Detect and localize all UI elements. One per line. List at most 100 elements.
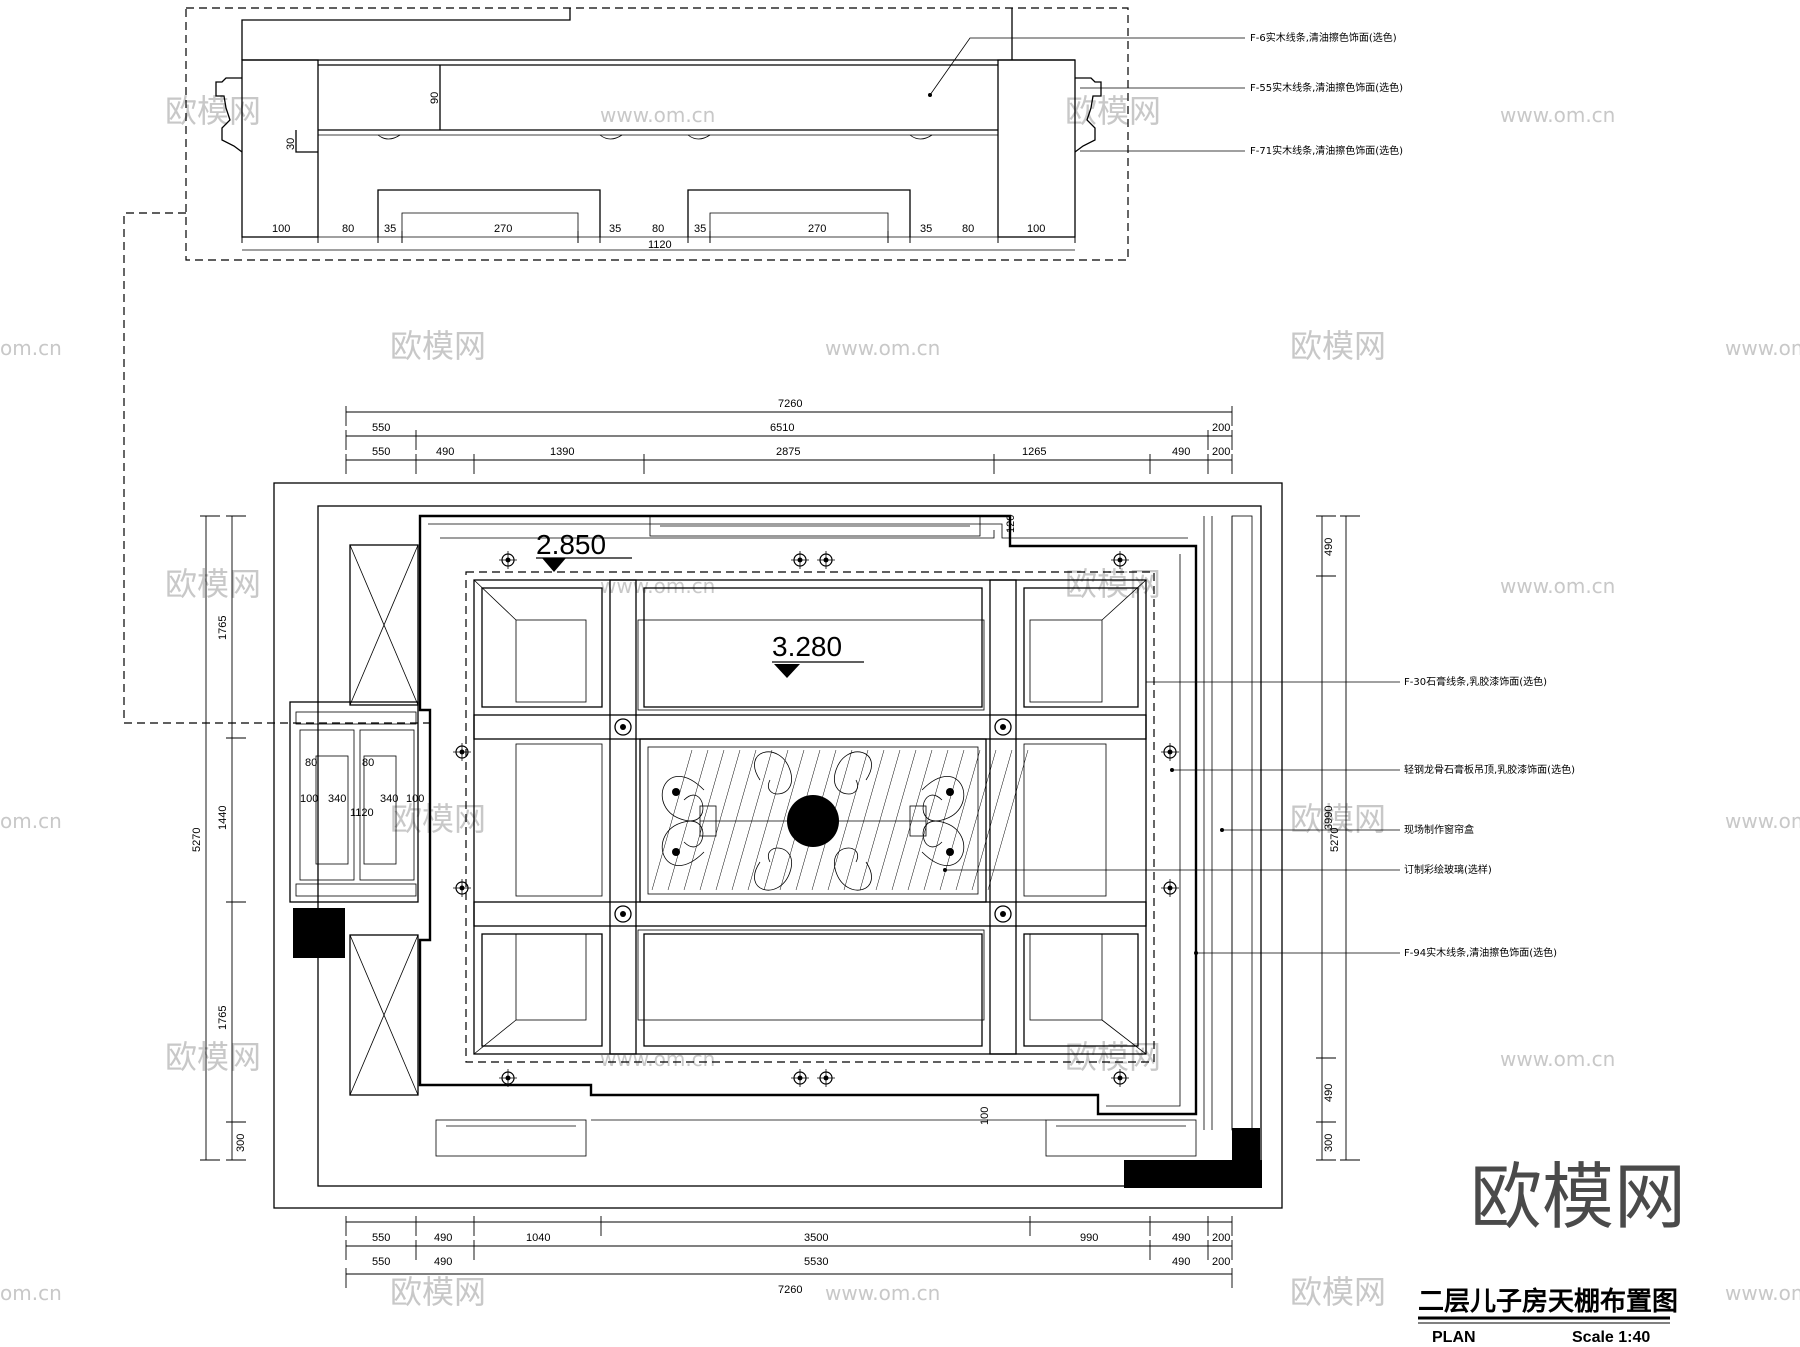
dim-label: 80	[962, 223, 974, 235]
rosette	[614, 718, 632, 736]
ceiling-step-line	[428, 523, 1188, 539]
dim-top-total: 7260	[778, 398, 802, 410]
scroll-ornament	[754, 751, 792, 795]
ceiling-step-line	[440, 530, 995, 539]
wardrobe-door	[299, 729, 355, 881]
dim-left: 1440	[217, 806, 229, 830]
watermark-url: om.cn	[0, 336, 62, 360]
coffer-panel	[481, 587, 603, 708]
coffer-diagonal	[473, 579, 517, 621]
plan-label: PLAN	[1432, 1329, 1476, 1346]
watermark-brand: 欧模网	[165, 1038, 261, 1076]
elevation-label-upper: 2.850	[536, 529, 606, 560]
bottom-elements: 100 120	[435, 515, 1262, 1188]
coffer-panel	[643, 933, 983, 1047]
watermark-brand: 欧模网	[165, 92, 261, 130]
dim-top: 200	[1212, 422, 1230, 434]
dim-total: 1120	[648, 239, 672, 251]
moulding-profile	[687, 134, 711, 140]
coffer-inner	[637, 929, 985, 1021]
coffer-panel	[481, 933, 603, 1047]
scroll-ornament	[921, 820, 965, 866]
section-box-left-inner	[401, 212, 579, 237]
drawing-title: 二层儿子房天棚布置图	[1418, 1287, 1678, 1317]
ornament-knot	[699, 805, 717, 837]
watermark-brand: 欧模网	[1065, 565, 1161, 603]
dim-bottom: 490	[1172, 1256, 1190, 1268]
dim-right: 490	[1323, 538, 1335, 556]
dim-bottom: 5530	[804, 1256, 828, 1268]
note-f94: F-94实木线条,清油擦色饰面(选色)	[1404, 946, 1557, 959]
dim-label: 100	[1027, 223, 1045, 235]
glass-hatch	[651, 749, 1029, 891]
coffer-diagonal	[473, 1019, 517, 1055]
dim-left: 1765	[217, 1006, 229, 1030]
downlight	[672, 788, 680, 796]
dim-label: 35	[920, 223, 932, 235]
dim-label: 80	[342, 223, 354, 235]
watermark-url: om.cn	[0, 809, 62, 833]
ceiling-step-line	[1106, 554, 1181, 1107]
dim-wardrobe-80: 80	[362, 757, 374, 769]
coffer-panel	[643, 587, 983, 708]
callout-leader	[123, 212, 435, 724]
dashed-ceiling-line	[465, 571, 1155, 1063]
dim-label: 35	[384, 223, 396, 235]
dim-label: 270	[808, 223, 826, 235]
coffer-panel	[1023, 587, 1139, 708]
dim-bottom: 550	[372, 1232, 390, 1244]
hatch-line	[907, 749, 949, 891]
beam-horizontal-top	[473, 714, 1147, 740]
section-detail-frame	[185, 7, 1129, 261]
hatch-line	[939, 749, 981, 891]
watermark-url: www.om.cn	[600, 103, 715, 127]
hatch-line	[859, 749, 901, 891]
glass-frame	[639, 738, 987, 903]
outer-wall	[273, 482, 1283, 1209]
scroll-ornament	[834, 751, 872, 795]
elevation-label-center: 3.280	[772, 631, 842, 662]
watermark-url: www.om.cn	[600, 574, 715, 598]
closet-cross	[349, 934, 419, 1096]
watermark-url: www.om.cn	[1725, 1281, 1800, 1305]
hatch-line	[763, 749, 805, 891]
dim-top: 1265	[1022, 446, 1046, 458]
dim-100: 100	[979, 1107, 991, 1125]
scroll-ornament	[754, 847, 792, 891]
dim-top: 6510	[770, 422, 794, 434]
moulding-profile	[909, 134, 933, 140]
coffer-inner	[637, 619, 985, 711]
left-closet: 100 340 340 100 1120 80 80	[289, 544, 424, 1096]
coffer-inner	[515, 619, 587, 703]
elevation-marker-center: 3.280	[772, 631, 864, 678]
hatch-line	[667, 749, 709, 891]
coffer-panel	[1023, 933, 1139, 1047]
watermark-brand: 欧模网	[1290, 327, 1386, 365]
dim-top: 490	[436, 446, 454, 458]
coffer-panels	[473, 579, 1147, 1055]
note-curtain-box: 现场制作窗帘盒	[1404, 823, 1474, 836]
closet-lower	[349, 934, 419, 1096]
section-post-left	[241, 59, 319, 238]
dim-bottom: 1040	[526, 1232, 550, 1244]
rosette	[614, 905, 632, 923]
scale-label: Scale 1:40	[1572, 1329, 1650, 1346]
hatch-line	[923, 749, 965, 891]
dim-top: 550	[372, 422, 390, 434]
coffer-panel	[515, 743, 603, 897]
top-arch-strip	[649, 515, 981, 537]
ceiling-step-outline	[418, 514, 1198, 1116]
watermark-url: www.om.cn	[825, 1281, 940, 1305]
column-block	[1124, 1160, 1262, 1188]
section-box-right	[687, 189, 911, 237]
section-box-left	[377, 189, 601, 237]
dim-ticks	[241, 231, 1076, 243]
curtain-box	[1231, 515, 1253, 1131]
watermark-brand: 欧模网	[1065, 92, 1161, 130]
stained-glass-panel	[639, 738, 1029, 903]
note-stained-glass: 订制彩绘玻璃(选样)	[1404, 863, 1492, 876]
wardrobe-door-panel	[363, 755, 397, 865]
watermark-url: om.cn	[0, 1281, 62, 1305]
downlight	[946, 848, 954, 856]
watermark-brand: 欧模网	[1290, 800, 1386, 838]
